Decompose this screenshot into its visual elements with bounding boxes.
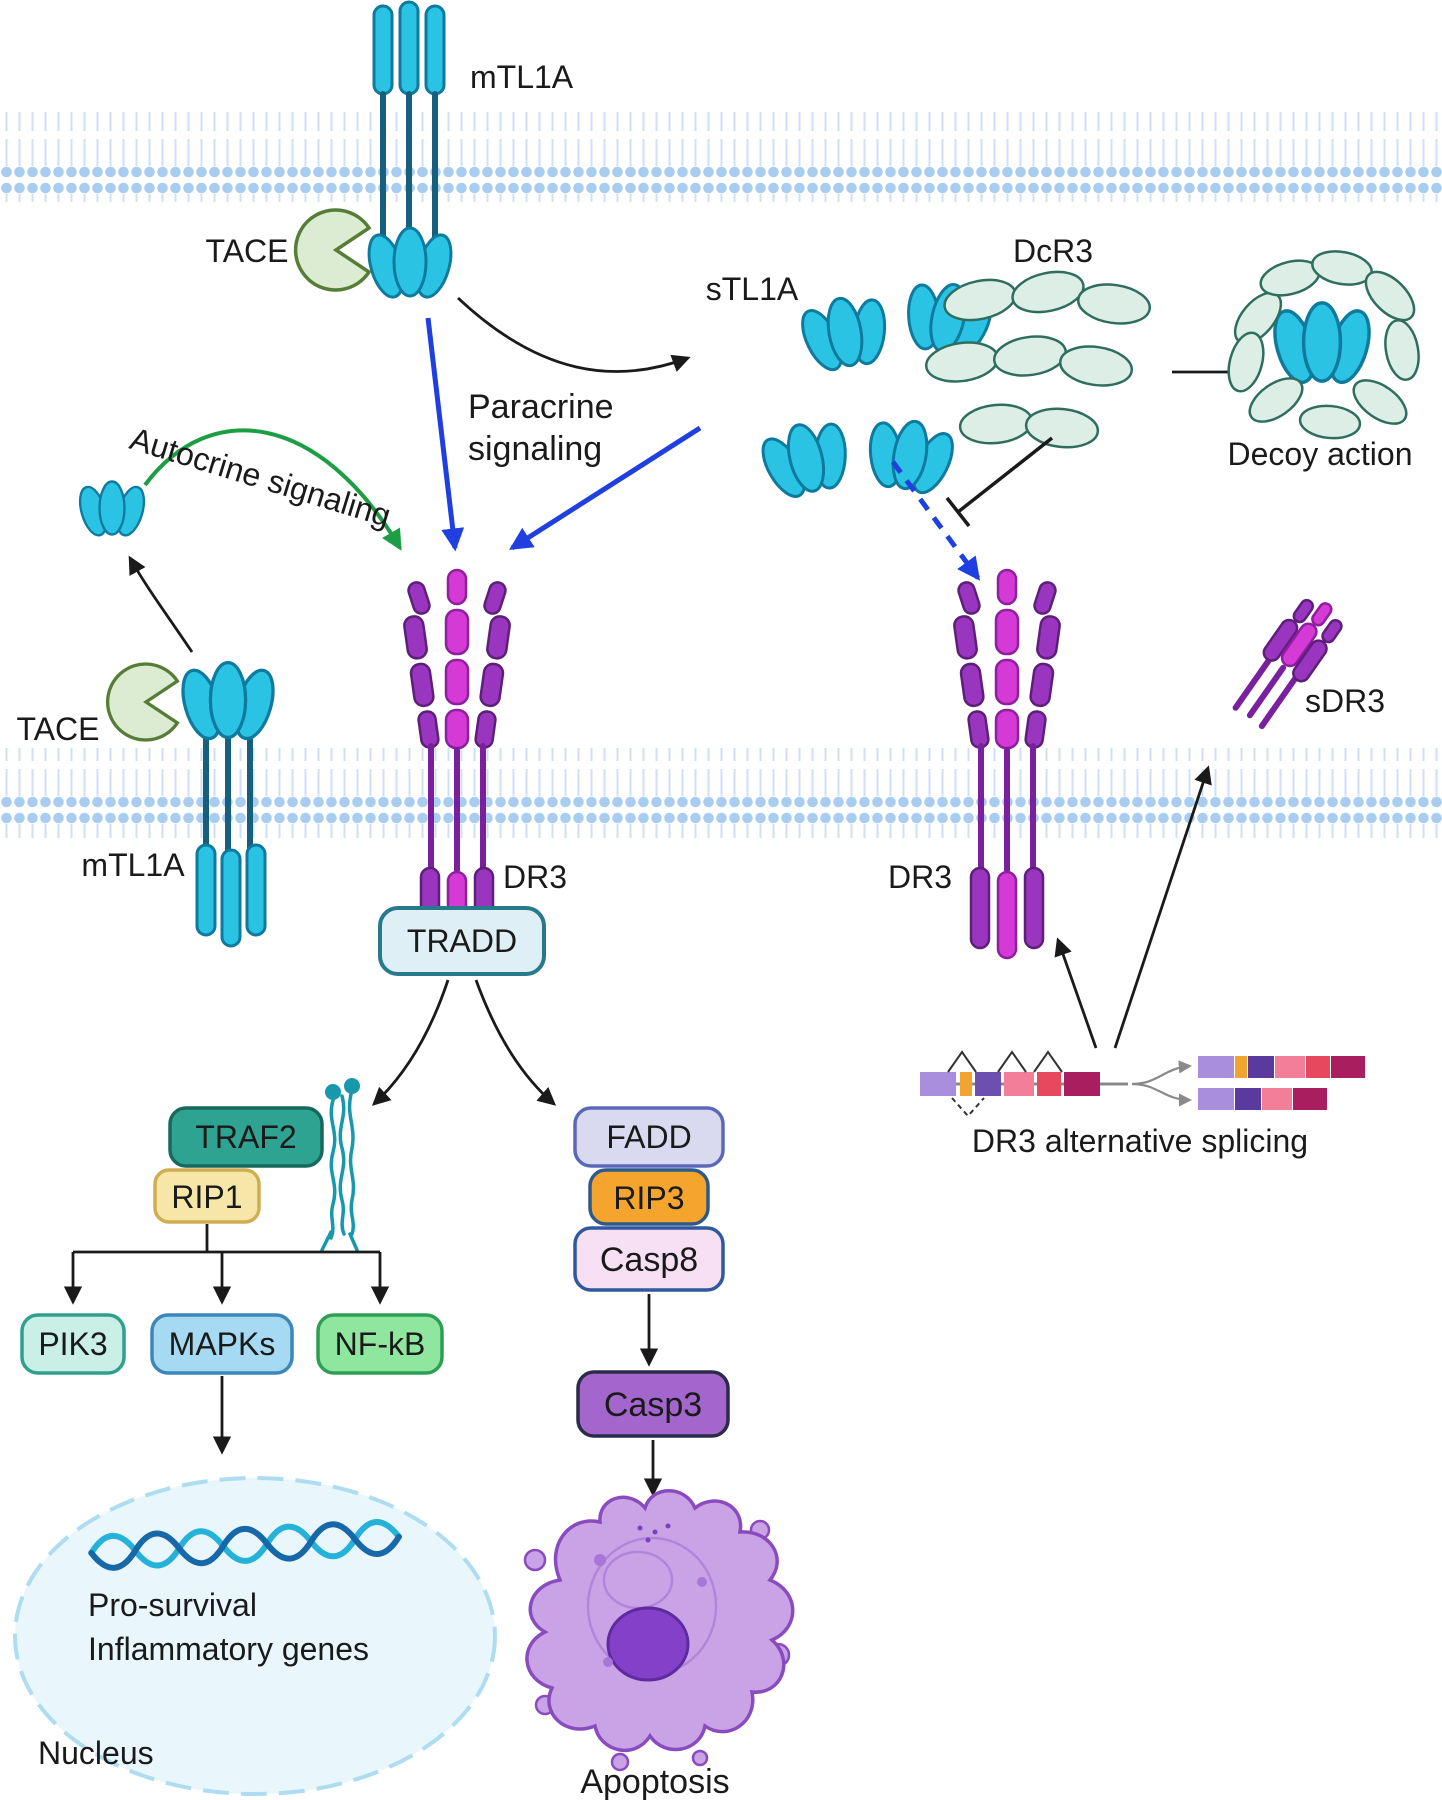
fadd-label: FADD xyxy=(606,1119,691,1155)
mtl1a-top-label: mTL1A xyxy=(470,59,574,95)
dna-helix-icon xyxy=(88,1519,402,1571)
dr3-center-label: DR3 xyxy=(503,859,567,895)
nucleus-label: Nucleus xyxy=(38,1735,154,1771)
sdr3-label: sDR3 xyxy=(1305,683,1385,719)
casp3-label: Casp3 xyxy=(604,1386,702,1424)
pik3-box: PIK3 xyxy=(20,1313,126,1375)
stl1a-label: sTL1A xyxy=(706,271,799,307)
apoptosis-label: Apoptosis xyxy=(580,1763,729,1800)
casp8-label: Casp8 xyxy=(600,1241,698,1279)
tradd-label: TRADD xyxy=(407,923,517,959)
mtl1a-left-label: mTL1A xyxy=(81,847,185,883)
dr3-splicing-diagram xyxy=(920,1050,1365,1118)
branch-tree xyxy=(63,1224,390,1305)
nfkb-box: NF-kB xyxy=(316,1313,444,1375)
genes-label-line2: Inflammatory genes xyxy=(88,1631,369,1667)
tace-enzyme-icon-left xyxy=(105,662,180,742)
rip3-label: RIP3 xyxy=(613,1180,684,1216)
splicing-to-dr3-arrow xyxy=(1054,937,1098,1049)
mapks-box: MAPKs xyxy=(150,1313,294,1375)
dr3-right-label: DR3 xyxy=(888,859,952,895)
mtl1a-protein-top xyxy=(361,0,459,303)
autocrine-label: Autocrine signaling xyxy=(126,420,395,533)
tace-top-label: TACE xyxy=(206,233,289,269)
apoptotic-cell xyxy=(523,1489,795,1772)
dcr3-inhibition-bar xyxy=(945,436,1054,528)
mtl1a-trimer-head xyxy=(361,226,459,303)
pik3-label: PIK3 xyxy=(38,1326,107,1362)
tace-left-label: TACE xyxy=(17,711,100,747)
paracrine-label-line2: signaling xyxy=(468,430,602,468)
traf2-box: TRAF2 xyxy=(168,1106,324,1168)
tace-enzyme-icon-top xyxy=(293,208,372,292)
tradd-right-branch-arrow xyxy=(474,979,557,1106)
casp3-box: Casp3 xyxy=(576,1370,730,1438)
rip3-box: RIP3 xyxy=(588,1168,710,1226)
decoy-action-label: Decoy action xyxy=(1228,436,1413,472)
sdr3-fragment xyxy=(1232,598,1343,730)
traf2-fiber-icon xyxy=(320,1078,360,1252)
mtl1a-protein-left xyxy=(174,660,282,948)
tradd-left-branch-arrow xyxy=(371,979,450,1106)
paracrine-arrow-2 xyxy=(509,425,702,551)
stl1a-dr3-dashed-arrow xyxy=(890,460,981,581)
splicing-caption: DR3 alternative splicing xyxy=(972,1123,1308,1159)
splicing-to-sdr3-arrow xyxy=(1113,765,1212,1049)
shed-tl1a-trimer xyxy=(73,480,151,540)
cleavage-arrow-top xyxy=(457,296,691,373)
cleavage-arrow-left xyxy=(128,555,194,653)
paracrine-label-line1: Paracrine xyxy=(468,388,614,426)
plasma-membrane-bottom xyxy=(0,748,1442,838)
nfkb-label: NF-kB xyxy=(335,1326,426,1362)
dcr3-label: DcR3 xyxy=(1013,233,1093,269)
decoy-action-cluster xyxy=(1227,250,1420,440)
casp8-box: Casp8 xyxy=(573,1226,725,1292)
fadd-box: FADD xyxy=(573,1106,725,1168)
tradd-adapter: TRADD xyxy=(378,906,546,976)
rip1-box: RIP1 xyxy=(153,1168,261,1224)
mapks-label: MAPKs xyxy=(169,1326,276,1362)
nucleus: Pro-survival Inflammatory genes xyxy=(13,1476,497,1796)
traf2-label: TRAF2 xyxy=(195,1119,296,1155)
paracrine-arrow-1 xyxy=(425,317,465,552)
autocrine-arrow xyxy=(143,428,402,551)
rip1-label: RIP1 xyxy=(171,1179,242,1215)
plasma-membrane-top xyxy=(0,112,1442,202)
genes-label-line1: Pro-survival xyxy=(88,1587,257,1623)
dcr3-cluster xyxy=(925,270,1151,449)
